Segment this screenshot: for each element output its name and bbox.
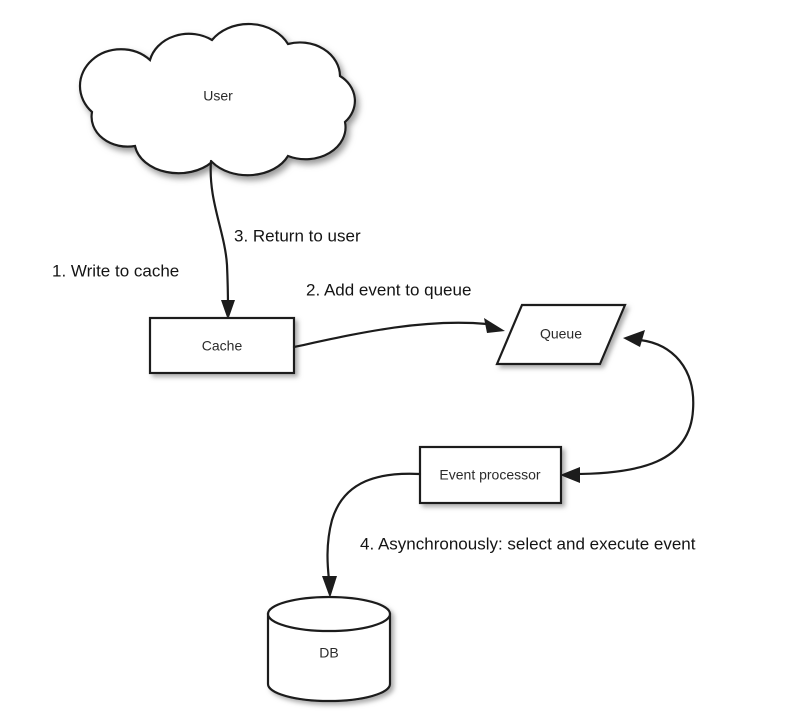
node-event-processor[interactable]: Event processor — [418, 445, 580, 505]
node-user-label: User — [203, 88, 233, 104]
arrowhead-processor — [560, 467, 580, 483]
node-queue-label: Queue — [540, 326, 582, 342]
node-db[interactable]: DB — [266, 595, 392, 703]
arrowhead-queue-left — [484, 318, 505, 333]
node-queue[interactable]: Queue — [495, 303, 627, 366]
edge-processor-to-queue — [570, 330, 695, 476]
label-step-2: 2. Add event to queue — [306, 280, 471, 299]
edge-user-to-cache — [209, 159, 235, 320]
label-step-1: 1. Write to cache — [52, 261, 179, 280]
node-cache[interactable]: Cache — [148, 316, 296, 375]
arrowhead-queue-right — [623, 330, 645, 347]
label-step-3: 3. Return to user — [234, 226, 361, 245]
edge-processor-to-db — [322, 472, 422, 598]
label-step-4: 4. Asynchronously: select and execute ev… — [360, 534, 696, 553]
node-db-label: DB — [319, 645, 338, 661]
arrowhead-db — [322, 576, 337, 598]
node-user[interactable]: User — [78, 22, 356, 177]
arrowhead-cache — [221, 300, 235, 320]
edge-cache-to-queue — [292, 318, 505, 349]
node-cache-label: Cache — [202, 338, 243, 354]
node-event-processor-label: Event processor — [439, 467, 540, 483]
